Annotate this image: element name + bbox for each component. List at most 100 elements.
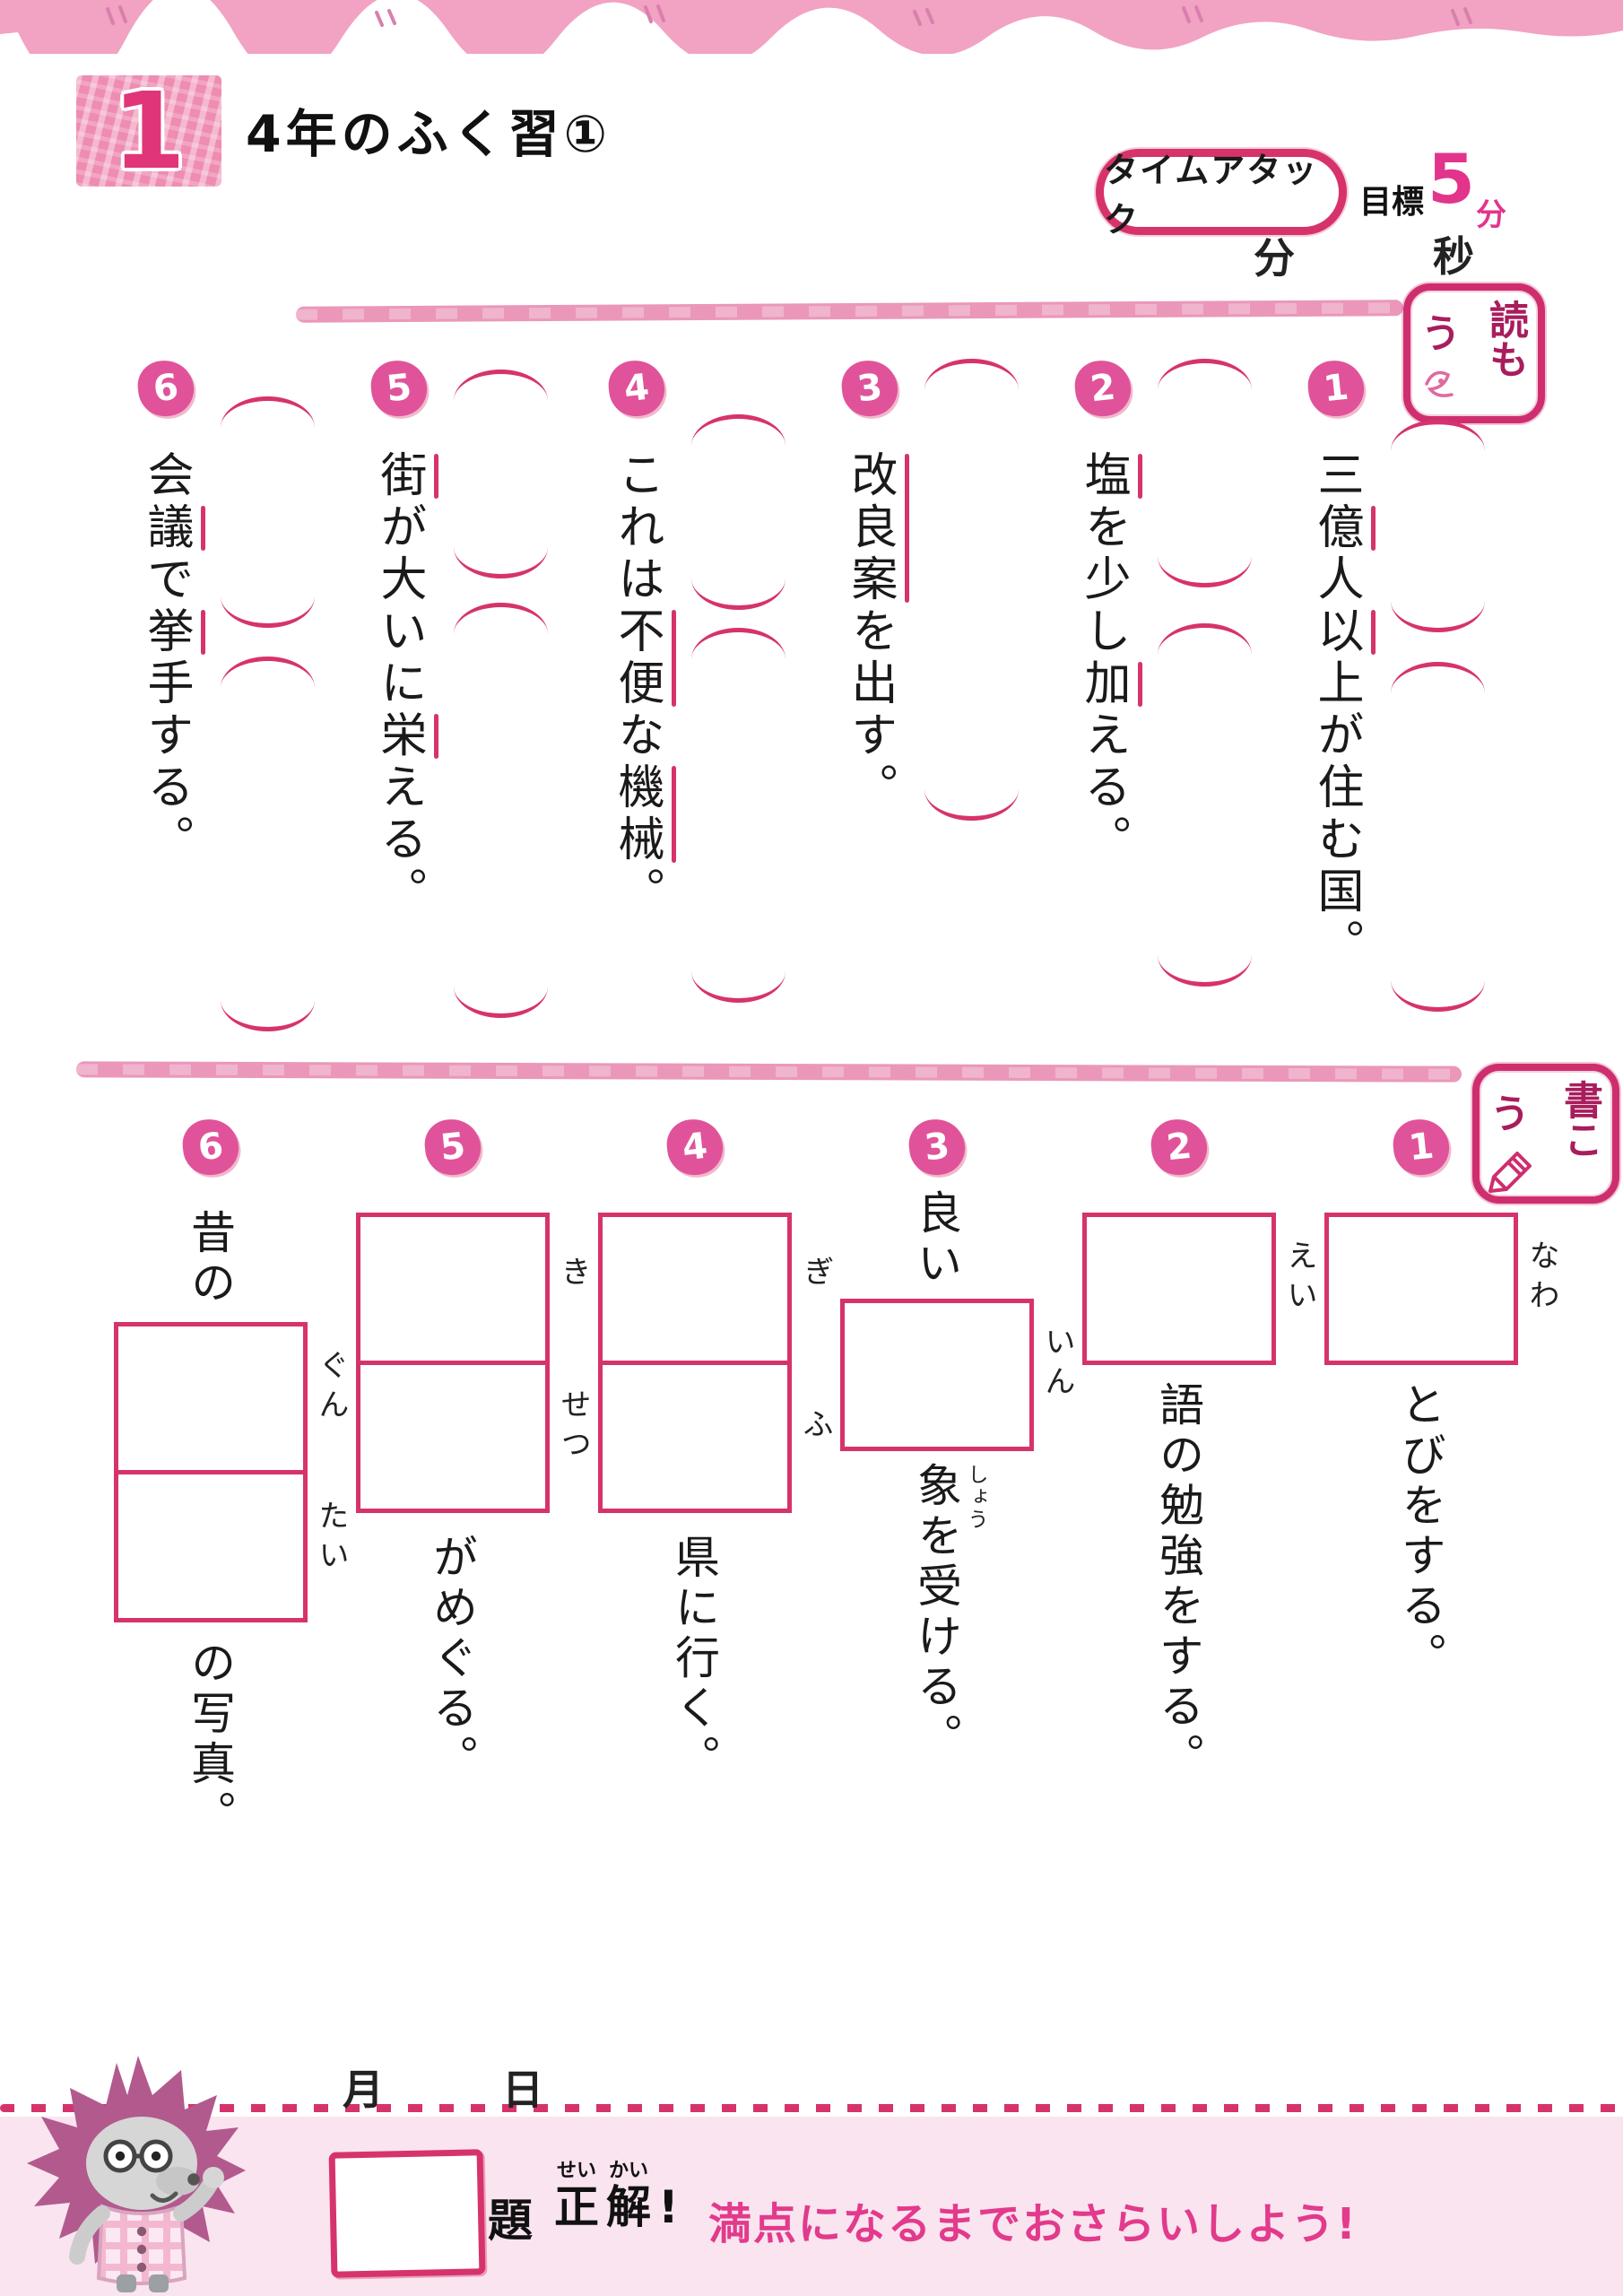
furigana-hint: えい (1282, 1239, 1315, 1318)
sentence-segment: 上が住む国。 (1310, 658, 1361, 970)
writing-sentence: 県に行く。 (669, 1534, 719, 1785)
item-number-badge: 6 (179, 1116, 242, 1178)
sentence-segment-underlined: 栄 (373, 710, 424, 762)
kanji-answer-box[interactable] (114, 1470, 308, 1622)
furigana-ruby: しょう (965, 1464, 987, 1531)
decorative-top-banner (0, 0, 1623, 90)
correct-kanji-2: 解 (606, 2181, 651, 2233)
sentence-segment-underlined: 街 (373, 450, 424, 502)
day-label: 日 (502, 2066, 543, 2114)
item-number-badge: 5 (421, 1116, 484, 1178)
pencil-icon (1488, 1152, 1532, 1193)
reading-answer-space[interactable] (924, 359, 1019, 821)
kanji-answer-box[interactable] (114, 1322, 308, 1474)
kanji-answer-box[interactable] (356, 1361, 550, 1513)
sentence-segment-underlined: 議 (140, 502, 191, 554)
sentence-segment: 人 (1310, 554, 1361, 606)
item-number-badge: 2 (1072, 357, 1134, 420)
correct-char-1: せい 正 (554, 2154, 599, 2232)
reading-sentence: 塩を少し加える。 (1077, 450, 1128, 866)
reading-answer-space[interactable] (454, 370, 548, 578)
kanji-answer-box[interactable] (840, 1299, 1034, 1451)
kanji-answer-box[interactable] (1082, 1213, 1276, 1365)
sentence-segment: を出す。 (844, 606, 895, 814)
furigana-hint: たい (314, 1500, 347, 1578)
reading-sentence: これは不便な機械。 (611, 450, 662, 918)
write-section-stamp: 書こ う (1472, 1064, 1619, 1204)
sentence-segment: 三 (1310, 450, 1361, 502)
read-section-stamp: 読も う (1403, 283, 1545, 423)
item-number-badge: 4 (605, 357, 668, 420)
furigana-hint: いん (1040, 1326, 1073, 1405)
item-number-badge: 3 (906, 1116, 968, 1178)
lesson-number: 1 (111, 69, 187, 193)
reading-answer-space[interactable] (221, 396, 315, 628)
item-number-badge: 2 (1148, 1116, 1211, 1178)
sentence-segment-underlined: 塩 (1077, 450, 1128, 502)
read-stamp-label: 読も (1482, 300, 1528, 378)
goal-minutes-unit: 分 (1476, 197, 1506, 233)
reading-answer-space[interactable] (221, 657, 315, 1031)
month-label: 月 (343, 2066, 384, 2114)
minutes-field-label: 分 (1254, 234, 1295, 283)
reading-answer-space[interactable] (1158, 359, 1252, 587)
furigana-hint: なわ (1524, 1239, 1558, 1318)
item-number-badge: 4 (664, 1116, 726, 1178)
kanji-answer-box[interactable] (356, 1213, 550, 1365)
item-number-badge: 1 (1390, 1116, 1453, 1178)
writing-sentence-lead: 良い (911, 1189, 961, 1290)
kanji-answer-box[interactable] (1324, 1213, 1518, 1365)
writing-sentence: 語の勉強をする。 (1153, 1381, 1203, 1783)
item-number-badge: 3 (838, 357, 901, 420)
reading-answer-space[interactable] (1391, 662, 1485, 1012)
kanji-answer-box[interactable] (598, 1213, 792, 1365)
hedgehog-mascot (27, 2056, 246, 2292)
sentence-segment: な (611, 710, 662, 762)
time-attack-badge: タイムアタック (1096, 149, 1347, 239)
goal-minutes-value: 5 (1428, 139, 1475, 219)
reading-answer-space[interactable] (454, 603, 548, 1018)
correct-exclamation: ! (658, 2181, 679, 2233)
sentence-segment: これは (611, 450, 662, 606)
footer-band (0, 2117, 1623, 2296)
furigana-hint: ぐん (314, 1349, 347, 1428)
reading-answer-space[interactable] (691, 628, 785, 1003)
correct-count-input-box[interactable] (328, 2149, 486, 2278)
correct-label-group: せい 正 かい 解 ! (554, 2154, 679, 2232)
page-title: 4年のふく習① (246, 105, 612, 164)
write-stamp-label-trail: う (1490, 1091, 1530, 1137)
title-underline (295, 300, 1404, 323)
reading-sentence: 会議で挙手する。 (140, 450, 191, 866)
reading-answer-space[interactable] (691, 414, 785, 610)
sentence-segment: で (140, 554, 191, 606)
reading-sentence: 改良案を出す。 (844, 450, 895, 814)
sentence-segment: 。 (611, 866, 662, 918)
face-doodle-icon (1425, 370, 1454, 397)
sentence-segment-underlined: 加 (1077, 658, 1128, 710)
seconds-field-label: 秒 (1433, 232, 1474, 281)
item-number-badge: 1 (1305, 357, 1367, 420)
counter-unit-label: 題 (488, 2195, 533, 2247)
writing-sentence: がめぐる。 (427, 1534, 477, 1785)
kanji-answer-box[interactable] (598, 1361, 792, 1513)
footer-message: 満点になるまでおさらいしよう! (708, 2199, 1358, 2249)
sentence-segment-underlined: 以 (1310, 606, 1361, 658)
item-number-badge: 5 (368, 357, 430, 420)
reading-answer-space[interactable] (1391, 420, 1485, 632)
sentence-segment-underlined: 改良案 (844, 450, 895, 606)
read-stamp-label-trail: う (1421, 311, 1461, 357)
correct-furigana-1: せい (556, 2160, 596, 2182)
reading-answer-space[interactable] (1158, 623, 1252, 987)
writing-sentence: の写真。 (185, 1639, 235, 1840)
reading-sentence: 三億人以上が住む国。 (1310, 450, 1361, 970)
lesson-number-box: 1 (76, 75, 221, 187)
dashed-divider (0, 2104, 1623, 2112)
sentence-segment-underlined: 機械 (611, 762, 662, 866)
furigana-hint: せつ (556, 1388, 589, 1467)
item-number-badge: 6 (135, 357, 197, 420)
sentence-segment-underlined: 挙 (140, 606, 191, 658)
section-divider (75, 1061, 1462, 1083)
writing-sentence: とびをする。 (1395, 1381, 1445, 1683)
writing-sentence-lead: 昔の (185, 1209, 235, 1309)
furigana-hint: ぎ (798, 1256, 831, 1295)
